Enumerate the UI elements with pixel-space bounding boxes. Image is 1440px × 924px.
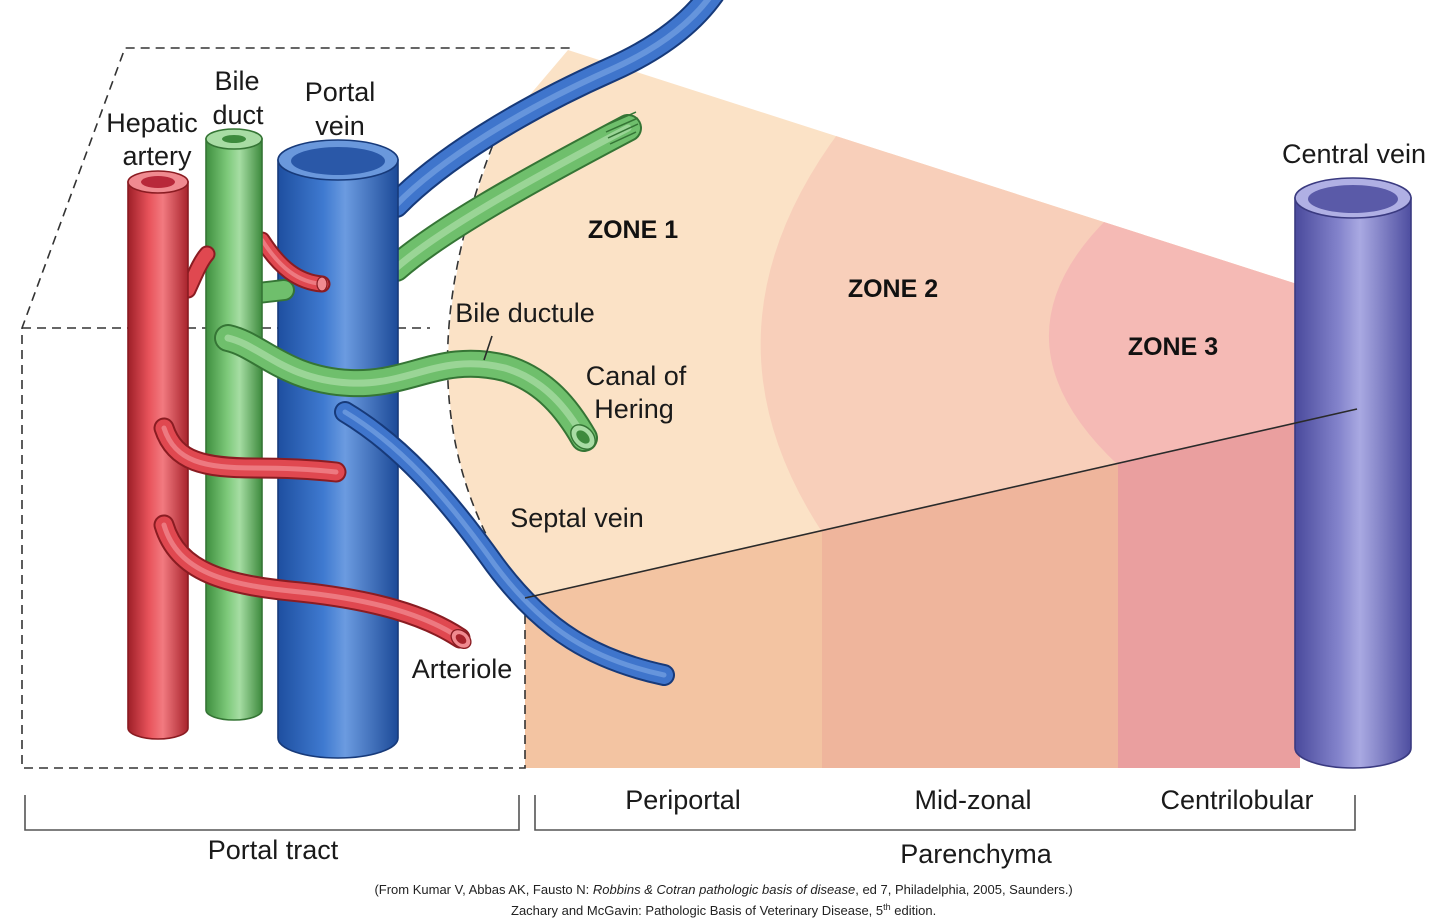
arteriole-label: Arteriole <box>412 654 513 684</box>
arteriole-lower <box>164 525 472 650</box>
hepatic-artery-label-line2: artery <box>122 141 192 171</box>
bile-ductule-label: Bile ductule <box>455 298 595 328</box>
citation-line-2-prefix: Zachary and McGavin: Pathologic Basis of… <box>511 903 883 918</box>
canal-of-hering-label-line1: Canal of <box>586 361 687 391</box>
portal-tract-box <box>21 47 570 769</box>
centrilobular-label: Centrilobular <box>1160 785 1313 815</box>
zone-3-label: ZONE 3 <box>1128 333 1218 361</box>
parenchyma-label: Parenchyma <box>900 839 1053 869</box>
canal-of-hering-label-line2: Hering <box>594 394 674 424</box>
arteriole-upper <box>262 240 327 291</box>
bile-duct-branch-fringe <box>603 111 639 145</box>
parenchyma-front-face <box>525 422 1300 768</box>
canal-of-hering-opening <box>570 424 596 450</box>
centrilobular-band <box>1118 422 1300 768</box>
zone-labels: ZONE 1 ZONE 2 ZONE 3 <box>588 216 1218 361</box>
central-vein <box>1294 177 1412 769</box>
mid-zonal-label: Mid-zonal <box>914 785 1031 815</box>
hepatic-artery-label-line1: Hepatic <box>106 108 198 138</box>
portal-tract-bracket <box>24 795 520 831</box>
citation-line-2-suffix: edition. <box>891 903 937 918</box>
bile-ductule-leader <box>483 335 493 361</box>
portal-vein-label-line1: Portal <box>305 77 376 107</box>
vessel-labels: Hepatic artery Bile duct Portal vein Cen… <box>106 66 1426 171</box>
periportal-label: Periportal <box>625 785 741 815</box>
central-vein-label: Central vein <box>1282 139 1426 169</box>
bile-duct-label-line2: duct <box>212 100 264 130</box>
portal-tract-label: Portal tract <box>208 835 339 865</box>
bile-ductule <box>228 338 600 454</box>
citation-suffix: , ed 7, Philadelphia, 2005, Saunders.) <box>855 882 1073 897</box>
citation-line-2: Zachary and McGavin: Pathologic Basis of… <box>493 902 947 918</box>
zone-2-label: ZONE 2 <box>848 275 938 303</box>
bile-duct-upper-branch <box>396 111 639 268</box>
hepatic-artery <box>127 170 189 740</box>
parenchyma-bracket <box>534 795 1356 831</box>
citation-prefix: (From Kumar V, Abbas AK, Fausto N: <box>374 882 592 897</box>
septal-vein-label: Septal vein <box>510 503 644 533</box>
region-labels: Periportal Mid-zonal Centrilobular <box>625 785 1313 815</box>
citation-line-2-superscript: th <box>883 902 891 912</box>
bile-duct <box>205 128 263 721</box>
citation-line-1: (From Kumar V, Abbas AK, Fausto N: Robbi… <box>356 882 1083 897</box>
mid-zonal-band <box>822 464 1118 768</box>
branch-labels: Bile ductule Canal of Hering Septal vein… <box>412 298 687 684</box>
periportal-band <box>525 531 822 768</box>
zone-1-label: ZONE 1 <box>588 216 678 244</box>
portal-vein-label-line2: vein <box>315 111 365 141</box>
parenchyma-front-edge <box>524 408 1358 599</box>
arteriole-stub <box>188 254 207 290</box>
bile-duct-label-line1: Bile <box>214 66 259 96</box>
citation-title: Robbins & Cotran pathologic basis of dis… <box>593 882 855 897</box>
